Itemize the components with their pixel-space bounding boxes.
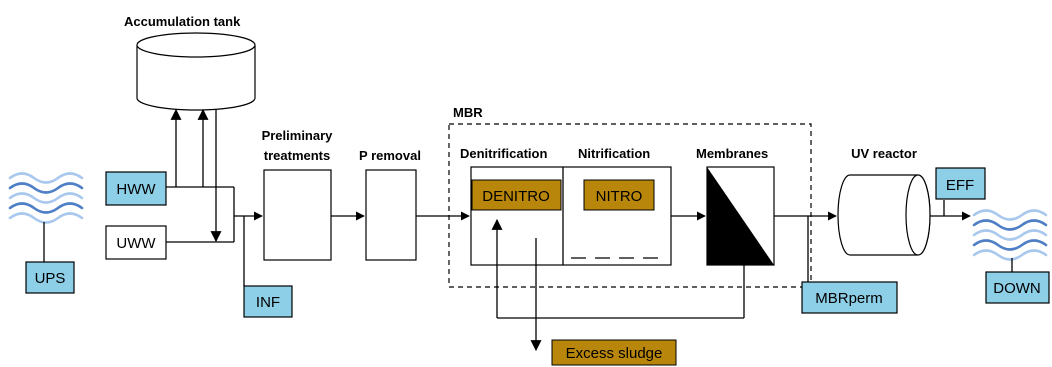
denitro-tag (471, 179, 562, 211)
wave-line (8, 172, 84, 184)
uv-reactor (837, 174, 931, 256)
wave-line (972, 229, 1048, 241)
membrane-triangle (707, 167, 774, 265)
uv-reactor-end (905, 174, 931, 256)
tank-body (136, 45, 256, 111)
upstream-river-icon (8, 172, 84, 224)
p-removal-label: P removal (359, 148, 421, 163)
wave-line (972, 209, 1048, 221)
nitrification-label: Nitrification (578, 146, 650, 161)
denitrification-label: Denitrification (460, 146, 547, 161)
mbrperm-tag (801, 281, 898, 314)
wave-line (8, 192, 84, 204)
excess-sludge-tag (551, 339, 677, 366)
ups-label: UPS (35, 270, 66, 287)
eff-label: EFF (946, 177, 974, 194)
preliminary-treatments-box (263, 169, 332, 261)
uww-box (105, 225, 167, 260)
nitro-label: NITRO (596, 188, 643, 205)
preliminary-label-line1: Preliminary (262, 128, 334, 143)
down-label: DOWN (993, 280, 1041, 297)
downstream-river-icon (972, 209, 1048, 261)
wave-line (8, 182, 84, 194)
p-removal-box (365, 169, 417, 261)
inf-tag (243, 285, 293, 318)
mbr-enclosure (448, 123, 812, 288)
inf-label: INF (256, 294, 280, 311)
wave-line (972, 219, 1048, 231)
hww-label: HWW (116, 181, 156, 198)
wave-line (972, 249, 1048, 261)
mbr-label: MBR (453, 105, 483, 120)
wave-line (8, 202, 84, 214)
hww-tag (105, 171, 167, 206)
uv-reactor-label: UV reactor (851, 146, 917, 161)
wave-line (972, 239, 1048, 251)
ups-tag (25, 261, 75, 294)
down-tag (985, 271, 1050, 304)
denitro-label: DENITRO (482, 188, 550, 205)
nitro-tag (583, 179, 655, 211)
uww-label: UWW (116, 235, 156, 252)
wave-line (8, 212, 84, 224)
accumulation-tank-label: Accumulation tank (124, 14, 241, 29)
tank-top (136, 32, 256, 58)
preliminary-label-line2: treatments (264, 148, 330, 163)
mbrperm-label: MBRperm (815, 290, 883, 307)
accumulation-tank (136, 32, 256, 111)
excess-sludge-label: Excess sludge (566, 345, 663, 362)
membranes-label: Membranes (696, 146, 768, 161)
eff-tag (935, 167, 986, 200)
